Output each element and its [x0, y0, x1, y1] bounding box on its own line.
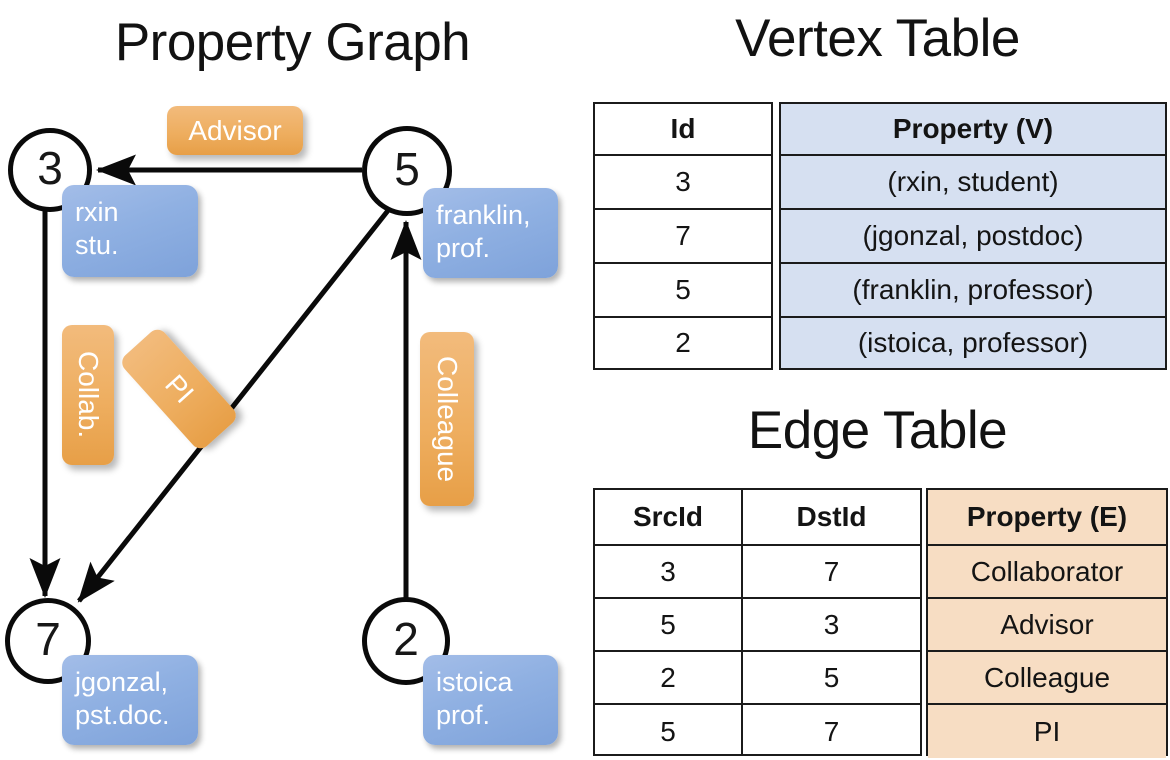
edge-table-header-dstid: DstId [743, 490, 920, 546]
edge-table-cell-dstid: 7 [823, 715, 840, 747]
edge-label-collab[interactable]: Collab. [62, 325, 114, 465]
edge-label-advisor-text: Advisor [188, 114, 282, 146]
edge-5-to-7 [77, 206, 392, 603]
vertex-table-cell-property: (franklin, professor) [781, 264, 1165, 318]
edge-table-cell-srcid: 5 [595, 599, 741, 652]
node-5-property-line1: franklin, [436, 200, 531, 230]
graph-node-5[interactable]: 5 [362, 126, 452, 216]
node-7-id: 7 [35, 613, 61, 665]
edge-label-colleague-text: Colleague [432, 355, 463, 483]
edge-label-collab-text: Collab. [73, 351, 104, 439]
vertex-table-property-column: Property (V) (rxin, student) (jgonzal, p… [779, 102, 1167, 370]
node-3-property-box[interactable]: rxin stu. [62, 185, 198, 277]
edge-label-advisor[interactable]: Advisor [167, 106, 303, 155]
vertex-table-cell-id: 3 [595, 156, 771, 210]
node-2-id: 2 [393, 613, 419, 665]
property-graph-title: Property Graph [114, 13, 471, 72]
edge-table-cell-dstid: 3 [743, 599, 920, 652]
node-7-property-box[interactable]: jgonzal, pst.doc. [62, 655, 198, 745]
graph-node-2[interactable]: 2 [362, 597, 450, 685]
vertex-table-header-id: Id [595, 104, 771, 156]
node-5-property-line2: prof. [436, 232, 491, 263]
graph-edges-svg [29, 154, 422, 603]
property-graph-diagram: 3 rxin stu. 5 franklin, prof. 7 jgonzal,… [5, 106, 558, 745]
vertex-table-title: Vertex Table [735, 9, 1020, 68]
edge-table-cell-property: Colleague [928, 652, 1166, 705]
vertex-table-id-column: Id 3 7 5 2 [593, 102, 773, 370]
node-7-property-line1: jgonzal, [75, 667, 169, 697]
vertex-table-cell-id: 5 [595, 264, 771, 318]
edge-table-cell-property: Advisor [928, 599, 1166, 652]
node-3-property-line2: stu. [75, 229, 119, 260]
node-5-property-box[interactable]: franklin, prof. [423, 188, 558, 278]
vertex-table-cell-id: 2 [675, 327, 691, 358]
edge-label-pi-text: PI [158, 368, 200, 409]
node-7-property-line2: pst.doc. [75, 699, 170, 730]
edge-table-cell-property: Collaborator [928, 546, 1166, 599]
vertex-table-cell-property: (istoica, professor) [781, 318, 1165, 368]
edge-table-cell-dstid: 5 [743, 652, 920, 705]
vertex-table-cell-property: (rxin, student) [781, 156, 1165, 210]
node-2-property-box[interactable]: istoica prof. [423, 655, 558, 745]
edge-table-header-srcid: SrcId [595, 490, 741, 546]
edge-table-cell-srcid: 5 [660, 715, 676, 747]
edge-table-cell-property: PI [928, 705, 1166, 758]
node-5-id: 5 [394, 143, 420, 195]
edge-table-header-property: Property (E) [928, 490, 1166, 546]
node-2-property-line2: prof. [436, 699, 491, 730]
edge-table-cell-srcid: 2 [595, 652, 741, 705]
edge-table-srcid-column: SrcId 3 5 2 5 [593, 488, 743, 756]
node-3-id: 3 [37, 142, 63, 194]
vertex-table-cell-id: 7 [595, 210, 771, 264]
edge-table-dstid-column: DstId 7 3 5 7 [741, 488, 922, 756]
edge-table-title: Edge Table [747, 401, 1008, 460]
node-2-property-line1: istoica [436, 667, 513, 697]
edge-table-cell-dstid: 7 [743, 546, 920, 599]
vertex-table-cell-property: (jgonzal, postdoc) [781, 210, 1165, 264]
edge-table-cell-srcid: 3 [595, 546, 741, 599]
vertex-table-header-property: Property (V) [781, 104, 1165, 156]
edge-label-colleague[interactable]: Colleague [420, 332, 474, 506]
node-3-property-line1: rxin [75, 197, 119, 227]
edge-table-property-column: Property (E) Collaborator Advisor Collea… [926, 488, 1168, 758]
